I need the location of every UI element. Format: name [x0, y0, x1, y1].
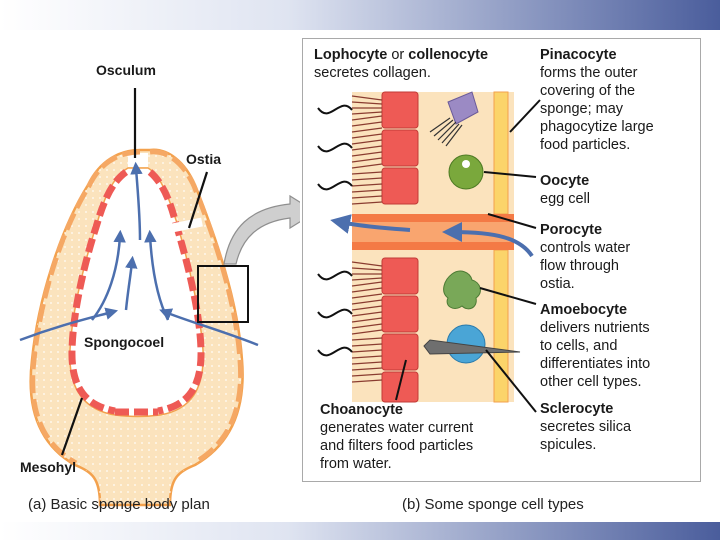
amoebocyte-desc-line: delivers nutrients: [540, 320, 650, 336]
collenocyte-title: collenocyte: [408, 47, 489, 63]
cell-types-panel: [302, 38, 701, 482]
water-flow-arrows: [19, 161, 259, 347]
pinacocyte-cell: [493, 91, 509, 215]
sclerocyte-label: Sclerocyte secretes silica spicules.: [540, 400, 631, 454]
sclerocyte-cell: [423, 324, 521, 364]
caption-a: (a) Basic sponge body plan: [28, 496, 210, 513]
choanocyte-lining: [68, 169, 205, 415]
amoebocyte-desc-line: differentiates into: [540, 356, 651, 372]
choanocyte-desc-line: generates water current: [320, 420, 474, 436]
spongocoel-label: Spongocoel: [84, 334, 165, 350]
pinacocyte-desc-line: forms the outer: [540, 65, 638, 81]
pinacocyte-desc-line: sponge; may: [540, 101, 624, 117]
oocyte-desc: egg cell: [540, 191, 590, 207]
header-band: [0, 0, 720, 30]
choanocyte-label: Choanocyte generates water current and f…: [320, 401, 473, 473]
oocyte-title: Oocyte: [540, 173, 590, 189]
pinacocyte-desc-line: food particles.: [540, 137, 631, 153]
amoebocyte-cell: [443, 270, 481, 310]
pinacocyte-label: Pinacocyte forms the outer covering of t…: [540, 46, 654, 154]
osculum-label: Osculum: [96, 62, 156, 78]
pinacocyte-desc-line: phagocytize large: [540, 119, 654, 135]
sclerocyte-title: Sclerocyte: [540, 401, 614, 417]
choanocyte-desc-line: from water.: [320, 456, 392, 472]
pinacocyte-title: Pinacocyte: [540, 47, 617, 63]
porocyte-desc-line: ostia.: [540, 276, 575, 292]
cell-types-diagram: [317, 91, 541, 413]
caption-b: (b) Some sponge cell types: [402, 496, 584, 513]
sclerocyte-desc-line: secretes silica: [540, 419, 632, 435]
porocyte-water-arrow: [330, 214, 534, 258]
amoebocyte-title: Amoebocyte: [540, 302, 628, 318]
oocyte-cell: [448, 154, 484, 190]
mesohyl-label: Mesohyl: [20, 459, 77, 475]
porocyte-desc-line: controls water: [540, 240, 631, 256]
footer-band: [0, 522, 720, 540]
porocyte-title: Porocyte: [540, 222, 603, 238]
choanocyte-title: Choanocyte: [320, 402, 403, 418]
choanocyte-desc-line: and filters food particles: [320, 438, 474, 454]
amoebocyte-label: Amoebocyte delivers nutrients to cells, …: [540, 301, 650, 391]
zoom-arrow: [223, 194, 300, 265]
amoebocyte-desc-line: other cell types.: [540, 374, 642, 390]
sponge-body-plan-diagram: [19, 88, 300, 507]
lophocyte-cell: [429, 91, 479, 147]
sclerocyte-desc-line: spicules.: [540, 437, 597, 453]
oocyte-label: Oocyte egg cell: [540, 172, 590, 208]
lophocyte-label: Lophocyte or collenocyte secretes collag…: [314, 46, 488, 82]
pinacocyte-desc-line: covering of the: [540, 83, 636, 99]
ostia-label: Ostia: [186, 151, 222, 167]
choanocyte-cells: [381, 91, 419, 403]
lophocyte-title: Lophocyte: [314, 47, 388, 63]
amoebocyte-desc-line: to cells, and: [540, 338, 618, 354]
porocyte-desc-line: flow through: [540, 258, 619, 274]
zoom-region-box: [197, 265, 249, 323]
lophocyte-desc: secretes collagen.: [314, 65, 431, 81]
porocyte-label: Porocyte controls water flow through ost…: [540, 221, 630, 293]
lophocyte-or: or: [387, 47, 409, 63]
